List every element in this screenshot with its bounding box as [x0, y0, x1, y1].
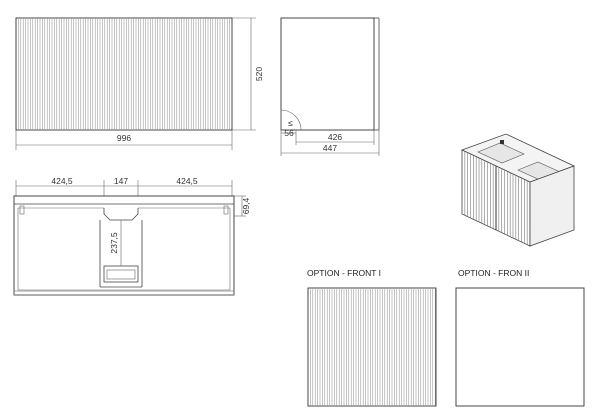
hinge-arc [280, 109, 302, 131]
option-front-2-panel [455, 287, 585, 407]
iso-basin-left [477, 142, 525, 164]
top-view: 424,5 147 424,5 237,5 69,4 [13, 176, 251, 296]
front-width-label: 996 [117, 133, 131, 143]
front-view: 996 520 [15, 17, 264, 150]
side-panel [280, 17, 375, 131]
top-middle-label: 147 [114, 176, 128, 186]
option-front-1-label: OPTION - FRONT I [307, 268, 381, 278]
side-total-depth-label: 447 [323, 143, 337, 153]
top-outer-body [13, 195, 235, 296]
option-front-1-flutes [310, 289, 436, 405]
front-height-label: 520 [254, 67, 264, 81]
iso-faucet [500, 140, 504, 144]
depth-label: 237,5 [109, 232, 119, 254]
right-height-label: 69,4 [241, 197, 251, 214]
option-front-1: OPTION - FRONT I [307, 268, 437, 407]
option-front-2: OPTION - FRON II [455, 268, 585, 407]
side-inner-depth-label: 426 [328, 132, 342, 142]
left-fitting [19, 205, 25, 215]
isometric-view [460, 133, 576, 247]
hinge-label: ≤ [288, 118, 293, 128]
top-left-label: 424,5 [51, 176, 73, 186]
front-flutes [18, 19, 230, 129]
option-front-2-label: OPTION - FRON II [458, 268, 529, 278]
plinth [13, 290, 235, 296]
drain-inner-box [106, 269, 136, 280]
iso-flutes [464, 151, 528, 245]
side-view: ≤ 56 426 447 [280, 17, 380, 156]
right-fitting [223, 205, 229, 215]
top-right-label: 424,5 [176, 176, 198, 186]
option-front-1-panel [307, 287, 437, 407]
iso-side-face [529, 165, 575, 247]
side-small-label: 56 [284, 128, 294, 138]
